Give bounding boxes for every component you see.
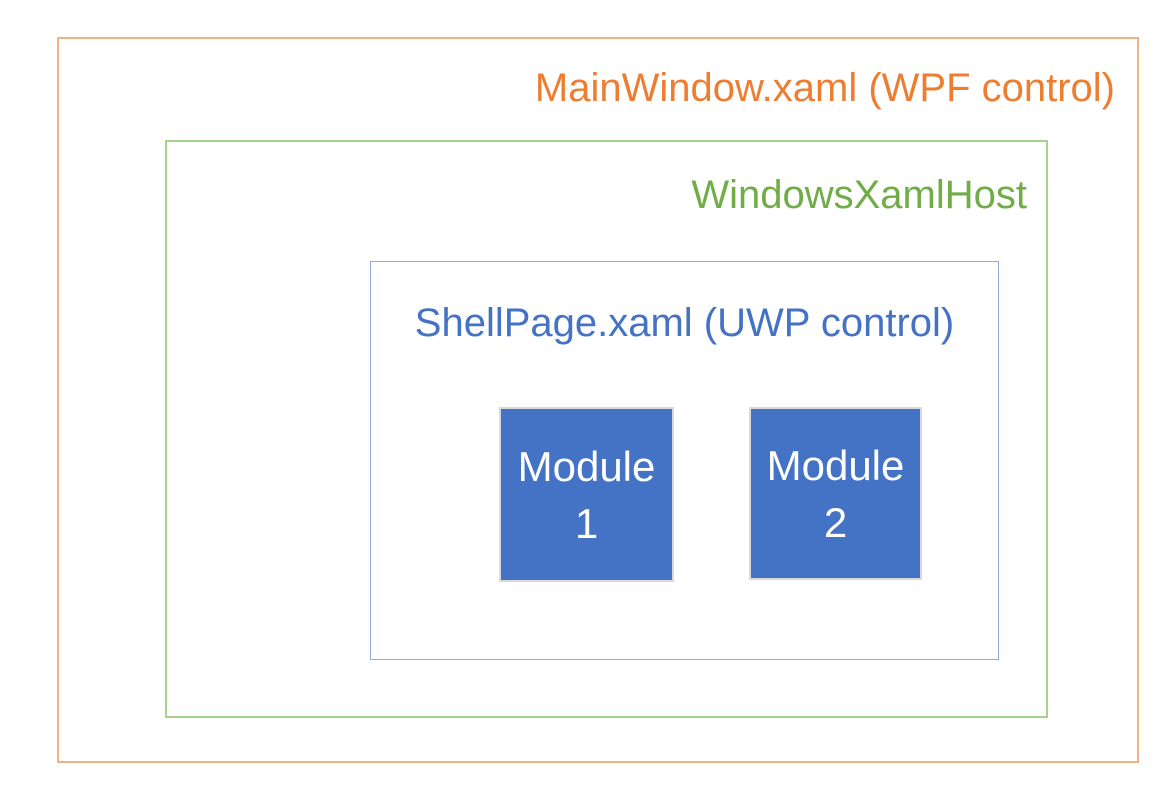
module-1-box: Module 1 [499,407,674,582]
module-2-box: Module 2 [749,407,922,580]
module-1-label-line1: Module [517,442,656,490]
shell-page-box: ShellPage.xaml (UWP control) Module 1 Mo… [370,261,999,660]
wpf-window-box: MainWindow.xaml (WPF control) WindowsXam… [57,37,1139,763]
module-2-label-line1: Module [766,441,905,489]
xaml-host-box: WindowsXamlHost ShellPage.xaml (UWP cont… [165,140,1048,718]
module-1-label-line2: 1 [574,499,599,547]
wpf-window-label: MainWindow.xaml (WPF control) [534,66,1115,110]
xaml-host-label: WindowsXamlHost [691,173,1027,217]
shell-page-label: ShellPage.xaml (UWP control) [414,301,955,345]
module-2-label-line2: 2 [823,498,848,546]
